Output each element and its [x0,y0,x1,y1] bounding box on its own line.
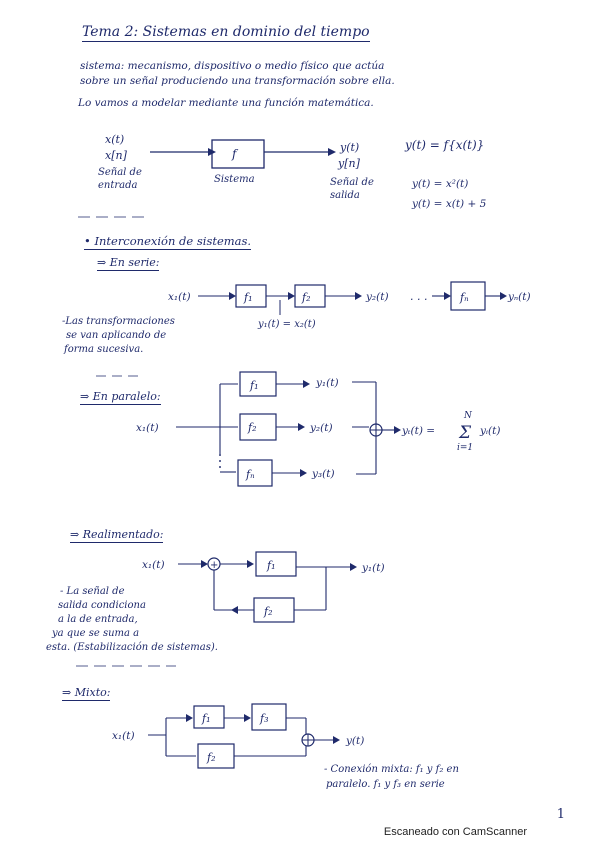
paralelo-block-fn [237,459,273,487]
eq-main: y(t) = f{x(t)} [404,138,484,152]
serie-diagram: x₁(t) f₁ f₂ y₂(t) . . . fₙ yₙ(t) y₁(t) =… [168,281,531,330]
mixto-arrowhead-f3 [244,714,251,722]
basic-system-diagram: x(t) x[n] Señal de entrada f Sistema y(t… [78,133,487,218]
paralelo-arrowhead-1 [303,380,310,388]
paralelo-sum-sign: Σ [458,423,472,443]
serie-fn-label: fₙ [459,291,469,304]
paralelo-y1: y₁(t) [315,377,339,389]
serie-note-1: -Las transformaciones [62,316,175,327]
serie-y2: y₂(t) [365,291,389,303]
serie-arrowhead-out2 [355,292,362,300]
serie-f2-label: f₂ [301,291,310,304]
mixto-note-2: paralelo. f₁ y f₃ en serie [326,779,445,790]
interconnection-heading: • Interconexión de sistemas. [84,234,252,250]
realimentado-note-4: ya que se suma a [52,628,140,639]
realimentado-arrowhead-fb [231,606,238,614]
realimentado-note-3: a la de entrada, [58,614,138,625]
realimentado-arrowhead-in [201,560,208,568]
mixto-output: y(t) [345,735,364,747]
serie-f1-label: f₁ [243,291,252,304]
paralelo-input: x₁(t) [136,422,159,434]
realimentado-f1-label: f₁ [266,559,275,572]
paralelo-y2: y₂(t) [309,422,333,434]
paralelo-y3: y₃(t) [311,468,335,480]
output-yn: y[n] [337,157,361,170]
realimentado-input: x₁(t) [142,559,165,571]
mixto-note-1: - Conexión mixta: f₁ y f₂ en [324,764,459,775]
realimentado-block-f1 [255,551,297,577]
realimentado-note-1: - La señal de [60,586,125,597]
serie-arrowhead-in [229,292,236,300]
paralelo-sum-top: N [463,411,473,421]
input-xt: x(t) [105,133,124,146]
serie-arrowhead-out [500,292,507,300]
page-title: Tema 2: Sistemas en dominio del tiempo [82,24,370,42]
realimentado-note-2: salida condiciona [58,600,146,611]
eq-example-1: y(t) = x²(t) [411,178,468,190]
system-label: Sistema [214,174,255,185]
mixto-heading: ⇒ Mixto: [62,686,111,701]
input-label-1: Señal de [98,167,142,178]
input-xn: x[n] [105,149,128,162]
mixto-arrowhead-out [333,736,340,744]
paralelo-output: yₜ(t) = [401,425,435,437]
paralelo-sum-term: yᵢ(t) [479,425,500,437]
serie-arrowhead-n [444,292,451,300]
system-block-f: f [231,147,239,161]
serie-arrowhead-mid [288,292,295,300]
intro-line-1: sistema: mecanismo, dispositivo o medio … [80,60,385,72]
realimentado-arrowhead-f1 [247,560,254,568]
mixto-block-f2 [197,743,235,769]
intro-line-3: Lo vamos a modelar mediante una función … [78,97,374,109]
mixto-diagram: x₁(t) f₁ f₃ f₂ y(t) [76,665,364,769]
realimentado-arrowhead-out [350,563,357,571]
mixto-block-f1 [193,705,225,729]
realimentado-block-f2 [253,597,295,623]
output-yt: y(t) [339,141,359,154]
serie-y1-note: y₁(t) = x₂(t) [257,319,316,330]
output-label-2: salida [330,190,360,201]
paralelo-f2-label: f₂ [247,421,256,434]
input-label-2: entrada [98,180,138,191]
output-label-1: Señal de [330,177,374,188]
serie-input: x₁(t) [168,291,191,303]
paralelo-heading: ⇒ En paralelo: [80,390,161,405]
output-arrowhead [328,148,336,156]
system-block [211,139,265,169]
serie-note-2: se van aplicando de [66,330,167,341]
paralelo-arrowhead-2 [298,423,305,431]
realimentado-f2-label: f₂ [263,605,272,618]
paralelo-arrowhead-total [394,426,401,434]
mixto-f1-label: f₁ [201,712,210,725]
realimentado-note-5: esta. (Estabilización de sistemas). [46,642,218,653]
eq-example-2: y(t) = x(t) + 5 [411,198,487,210]
serie-output: yₙ(t) [507,291,531,303]
paralelo-f1-label: f₁ [249,379,258,392]
paralelo-diagram: x₁(t) f₁ f₂ fₙ y₁(t) y₂(t) y₃(t) yₜ(t) =… [96,371,500,487]
realimentado-output: y₁(t) [361,562,385,574]
paralelo-block-f2 [239,413,277,441]
paralelo-arrowhead-3 [300,469,307,477]
realimentado-plus: + [210,560,218,571]
scanner-watermark: Escaneado con CamScanner [383,826,527,838]
realimentado-diagram: x₁(t) + f₁ y₁(t) f₂ [142,551,385,623]
paralelo-fn-label: fₙ [245,468,255,481]
realimentado-heading: ⇒ Realimentado: [70,528,164,543]
mixto-input: x₁(t) [112,730,135,742]
page-number: 1 [556,807,565,822]
serie-note-3: forma sucesiva. [64,344,144,355]
mixto-f2-label: f₂ [206,751,215,764]
mixto-arrowhead-f1 [186,714,193,722]
serie-dots: . . . [410,290,427,303]
mixto-f3-label: f₃ [259,712,268,725]
serie-heading: ⇒ En serie: [97,256,160,271]
intro-line-2: sobre un señal produciendo una transform… [80,75,395,87]
paralelo-sum-bottom: i=1 [457,443,473,453]
mixto-block-f3 [251,703,287,731]
